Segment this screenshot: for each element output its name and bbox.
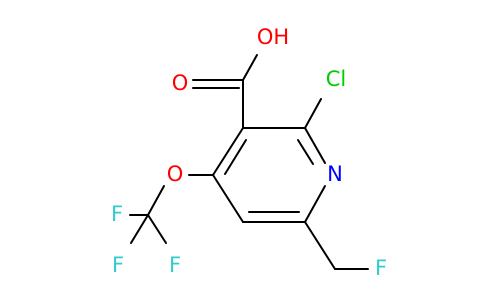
bond-o-cf3 (147, 185, 165, 216)
bond-c3-c4-inner (224, 139, 247, 175)
bond-c2-cl (304, 98, 322, 129)
bond-c2-n1-inner (297, 139, 314, 165)
bond-c6-ch2 (304, 221, 336, 270)
bond-c2-n1 (304, 127, 326, 164)
ring-nitrogen-label: N (327, 162, 343, 186)
carbonyl-oxygen-label: O (172, 71, 189, 95)
bond-c4-c3 (212, 127, 244, 176)
bond-c5-c4 (212, 174, 244, 223)
bond-cf3-f-left (130, 214, 149, 244)
fluorine-bottom-label: F (169, 253, 181, 277)
fluorine-left-label: F (112, 253, 124, 277)
chlorine-label: Cl (326, 67, 347, 91)
fluorine-top-label: F (111, 202, 123, 226)
fluoromethyl-fluorine-label: F (375, 256, 387, 280)
hydroxyl-label: OH (257, 25, 289, 49)
ether-oxygen-label: O (167, 162, 184, 186)
bond-set (129, 54, 369, 270)
bond-cf3-f-bottom (147, 214, 167, 244)
bond-ccooh-oh (242, 54, 258, 81)
bond-n1-c6 (304, 185, 326, 223)
atom-label-set: OH O Cl N O F F F F (111, 25, 387, 280)
